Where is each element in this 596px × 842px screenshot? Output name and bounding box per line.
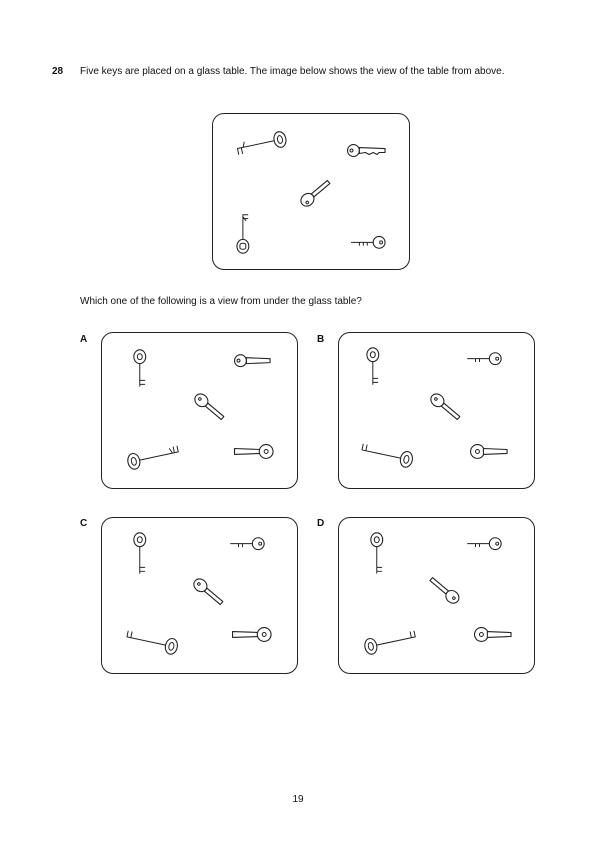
vertical-key-icon <box>236 214 250 254</box>
page-number: 19 <box>292 794 304 805</box>
option-b-figure[interactable] <box>338 332 535 489</box>
figure-top-view <box>212 113 410 270</box>
option-label-d: D <box>317 518 325 529</box>
question-text: Five keys are placed on a glass table. T… <box>80 66 505 77</box>
option-d-figure[interactable] <box>338 517 535 674</box>
option-label-b: B <box>317 334 325 345</box>
option-label-a: A <box>80 334 88 345</box>
option-c-figure[interactable] <box>101 517 298 674</box>
house-key-icon <box>346 144 386 157</box>
skeleton-key-icon <box>236 131 287 155</box>
question-number: 28 <box>52 66 64 77</box>
small-key-icon <box>350 235 386 249</box>
question-prompt: Which one of the following is a view fro… <box>80 296 362 307</box>
option-a-figure[interactable] <box>101 332 298 489</box>
centre-key-icon <box>300 179 331 207</box>
option-label-c: C <box>80 518 88 529</box>
